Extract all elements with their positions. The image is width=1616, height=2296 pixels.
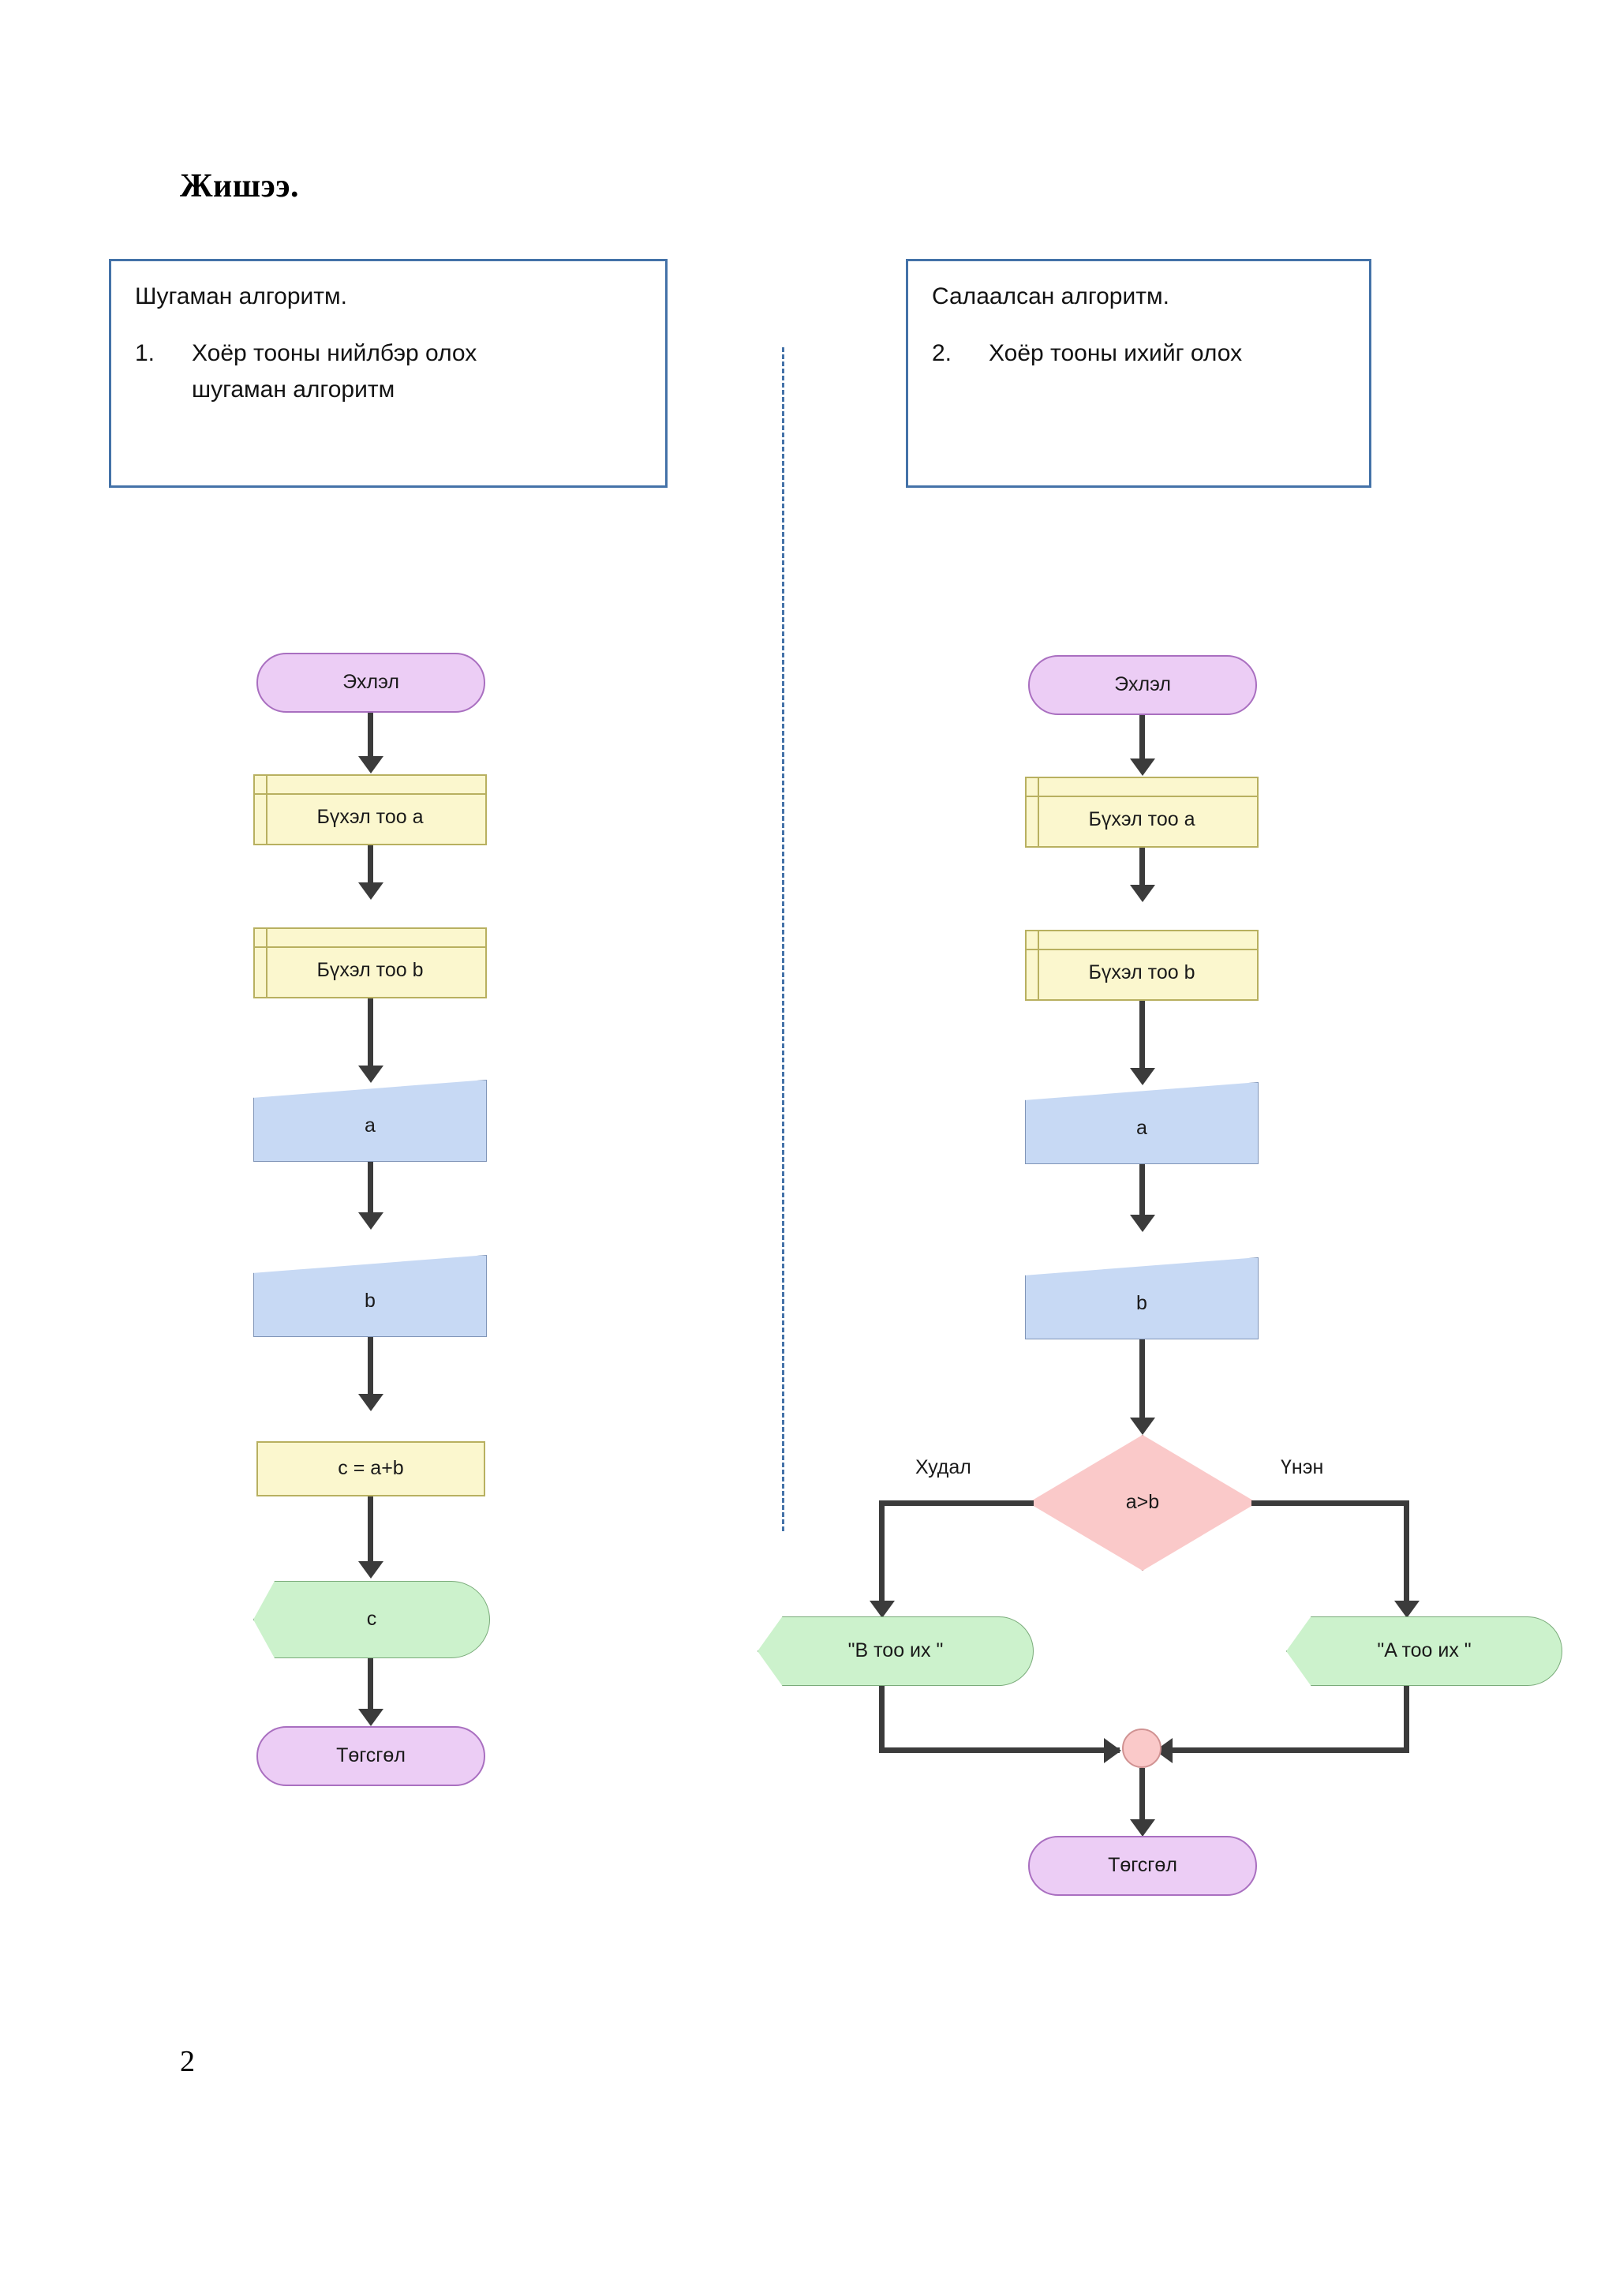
connector-line bbox=[1139, 848, 1145, 893]
arrow-down-icon bbox=[1130, 1215, 1155, 1232]
arrow-down-icon bbox=[1130, 758, 1155, 776]
flow-node-label: Эхлэл bbox=[1114, 673, 1171, 696]
arrow-down-icon bbox=[358, 1212, 383, 1230]
connector-line bbox=[879, 1500, 885, 1607]
connector-line bbox=[368, 1658, 373, 1715]
flow-node-end: Төгсгөл bbox=[256, 1726, 485, 1786]
flow-node-start: Эхлэл bbox=[256, 653, 485, 713]
arrow-down-icon bbox=[358, 1561, 383, 1579]
connector-line bbox=[879, 1500, 1034, 1506]
flow-node-label: Бүхэл тоо a bbox=[316, 806, 424, 829]
connector-line bbox=[368, 1496, 373, 1567]
connector-line bbox=[368, 713, 373, 764]
flow-node-label: b bbox=[1136, 1292, 1147, 1315]
flow-node-label: "B тоо их " bbox=[847, 1639, 944, 1662]
flow-node-label: "A тоо их " bbox=[1377, 1639, 1472, 1662]
connector-line bbox=[1139, 1339, 1145, 1422]
flow-node-label: Бүхэл тоо b bbox=[1088, 961, 1195, 984]
flow-node-declaration-b: Бүхэл тоо b bbox=[253, 927, 487, 998]
flow-node-input-b: b bbox=[1025, 1257, 1259, 1339]
flow-node-display-a-larger: "A тоо их " bbox=[1286, 1616, 1562, 1686]
intro-box-linear: Шугаман алгоритм. 1. Хоёр тооны нийлбэр … bbox=[109, 259, 668, 488]
page-title: Жишээ. bbox=[180, 168, 299, 204]
arrow-down-icon bbox=[358, 756, 383, 773]
connector-line bbox=[879, 1686, 885, 1753]
connector-line bbox=[1404, 1686, 1409, 1753]
list-item: 1. Хоёр тооны нийлбэр олох шугаман алгор… bbox=[135, 335, 642, 409]
flow-node-start: Эхлэл bbox=[1028, 655, 1257, 715]
list-item-text: Хоёр тооны нийлбэр олох шугаман алгоритм bbox=[192, 339, 477, 403]
flow-node-declaration-a: Бүхэл тоо a bbox=[1025, 777, 1259, 848]
arrow-down-icon bbox=[1130, 885, 1155, 902]
flow-node-input-b: b bbox=[253, 1255, 487, 1337]
arrow-down-icon bbox=[1130, 1418, 1155, 1435]
flow-node-label: Эхлэл bbox=[342, 671, 399, 694]
connector-line bbox=[1168, 1747, 1409, 1753]
flow-node-label: Бүхэл тоо b bbox=[316, 959, 424, 982]
connector-line bbox=[368, 998, 373, 1073]
connector-line bbox=[1139, 1768, 1145, 1825]
list-item-text: Хоёр тооны ихийг олох bbox=[989, 339, 1243, 366]
arrow-down-icon bbox=[1130, 1068, 1155, 1085]
arrow-down-icon bbox=[358, 1066, 383, 1083]
arrow-down-icon bbox=[1394, 1601, 1420, 1618]
page-number: 2 bbox=[180, 2045, 195, 2078]
flow-node-label: Бүхэл тоо a bbox=[1088, 808, 1195, 831]
flow-node-input-a: a bbox=[1025, 1082, 1259, 1164]
arrow-down-icon bbox=[358, 882, 383, 900]
arrow-down-icon bbox=[358, 1709, 383, 1726]
connector-line bbox=[368, 1162, 373, 1219]
connector-line bbox=[1139, 1001, 1145, 1076]
arrow-down-icon bbox=[870, 1601, 895, 1618]
column-divider bbox=[782, 347, 784, 1531]
connector-line bbox=[1404, 1500, 1409, 1607]
list-item-number: 1. bbox=[135, 339, 155, 366]
intro-box-branching: Салаалсан алгоритм. 2. Хоёр тооны ихийг … bbox=[906, 259, 1371, 488]
flow-node-label: Төгсгөл bbox=[336, 1744, 406, 1767]
connector-line bbox=[879, 1747, 1120, 1753]
flow-node-label: a bbox=[1136, 1117, 1147, 1140]
flow-node-label: Төгсгөл bbox=[1108, 1854, 1177, 1877]
linear-algorithm-flowchart: Эхлэл Бүхэл тоо a Бүхэл тоо b a b c = a+… bbox=[0, 0, 808, 1894]
flow-node-label: b bbox=[365, 1290, 376, 1313]
intro-list: 1. Хоёр тооны нийлбэр олох шугаман алгор… bbox=[135, 335, 642, 409]
flow-node-declaration-a: Бүхэл тоо a bbox=[253, 774, 487, 845]
branch-label-true: Үнэн bbox=[1281, 1456, 1324, 1478]
connector-line bbox=[368, 1337, 373, 1400]
flow-node-label: c bbox=[366, 1608, 377, 1631]
branch-label-false: Худал bbox=[915, 1456, 971, 1478]
arrow-right-icon bbox=[1104, 1738, 1121, 1763]
branching-algorithm-flowchart: Эхлэл Бүхэл тоо a Бүхэл тоо b a b a>b Ху… bbox=[758, 655, 1562, 1896]
connector-line bbox=[1139, 1164, 1145, 1221]
flow-node-end: Төгсгөл bbox=[1028, 1836, 1257, 1896]
intro-heading: Салаалсан алгоритм. bbox=[932, 283, 1169, 309]
flow-node-label: c = a+b bbox=[338, 1457, 404, 1480]
arrow-down-icon bbox=[1130, 1819, 1155, 1837]
list-item-number: 2. bbox=[932, 339, 952, 366]
flow-node-declaration-b: Бүхэл тоо b bbox=[1025, 930, 1259, 1001]
intro-heading: Шугаман алгоритм. bbox=[135, 283, 347, 309]
connector-line bbox=[1251, 1500, 1409, 1506]
connector-line bbox=[368, 845, 373, 890]
arrow-down-icon bbox=[358, 1394, 383, 1411]
flow-node-decision: a>b bbox=[1028, 1435, 1257, 1571]
flow-node-display-b-larger: "B тоо их " bbox=[758, 1616, 1034, 1686]
connector-line bbox=[1139, 715, 1145, 766]
flow-node-merge bbox=[1122, 1729, 1162, 1768]
flow-node-label: a>b bbox=[1125, 1491, 1160, 1514]
flow-node-display-c: c bbox=[253, 1581, 490, 1658]
intro-list: 2. Хоёр тооны ихийг олох bbox=[932, 335, 1345, 373]
list-item: 2. Хоёр тооны ихийг олох bbox=[932, 335, 1345, 373]
flow-node-label: a bbox=[365, 1114, 376, 1137]
flow-node-process-sum: c = a+b bbox=[256, 1441, 485, 1496]
